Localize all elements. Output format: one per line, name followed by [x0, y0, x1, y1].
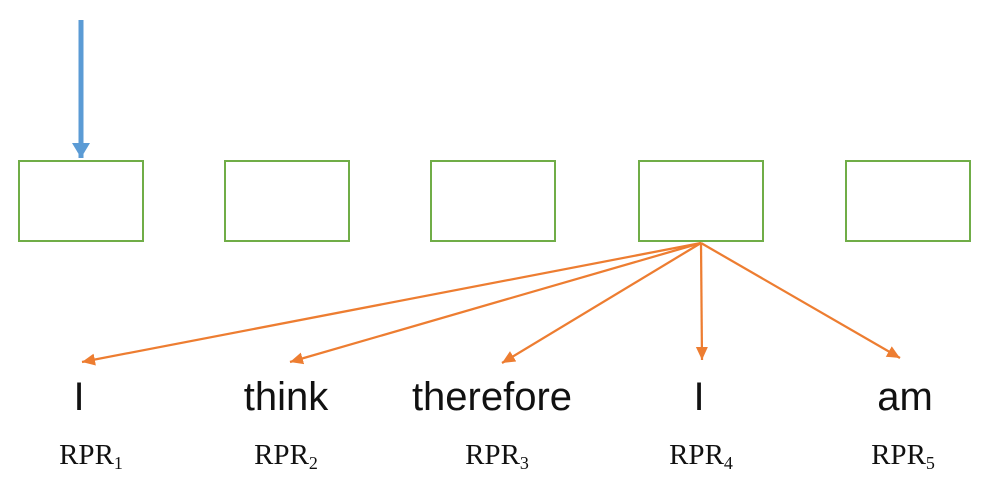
- token-box-1: [18, 160, 144, 242]
- token-box-5: [845, 160, 971, 242]
- rpr-base: RPR: [59, 439, 114, 471]
- rpr-subscript: 3: [519, 453, 529, 474]
- rpr-base: RPR: [465, 439, 520, 471]
- rpr-subscript: 1: [113, 453, 123, 474]
- rpr-subscript: 2: [308, 453, 318, 474]
- word-label-4: I: [693, 375, 705, 419]
- rpr-label-3: RPR3: [465, 439, 529, 474]
- word-label-5: am: [877, 375, 933, 419]
- token-box-4: [638, 160, 764, 242]
- rpr-subscript: 4: [723, 453, 733, 474]
- word-label-3: therefore: [411, 375, 573, 419]
- rpr-label-1: RPR1: [59, 439, 123, 474]
- rpr-base: RPR: [669, 439, 724, 471]
- rpr-label-5: RPR5: [871, 439, 935, 474]
- word-label-1: I: [73, 375, 85, 419]
- rpr-base: RPR: [254, 439, 309, 471]
- rpr-subscript: 5: [925, 453, 935, 474]
- word-label-2: think: [243, 375, 329, 419]
- rpr-label-2: RPR2: [254, 439, 318, 474]
- rpr-arrow-2: [289, 241, 702, 365]
- token-box-3: [430, 160, 556, 242]
- rpr-arrow-5: [700, 242, 901, 359]
- rpr-base: RPR: [871, 439, 926, 471]
- rpr-label-4: RPR4: [669, 439, 733, 474]
- token-box-2: [224, 160, 350, 242]
- rpr-arrow-1: [81, 241, 702, 366]
- rpr-arrow-4: [695, 242, 708, 361]
- rpr-arrow-3: [501, 242, 702, 364]
